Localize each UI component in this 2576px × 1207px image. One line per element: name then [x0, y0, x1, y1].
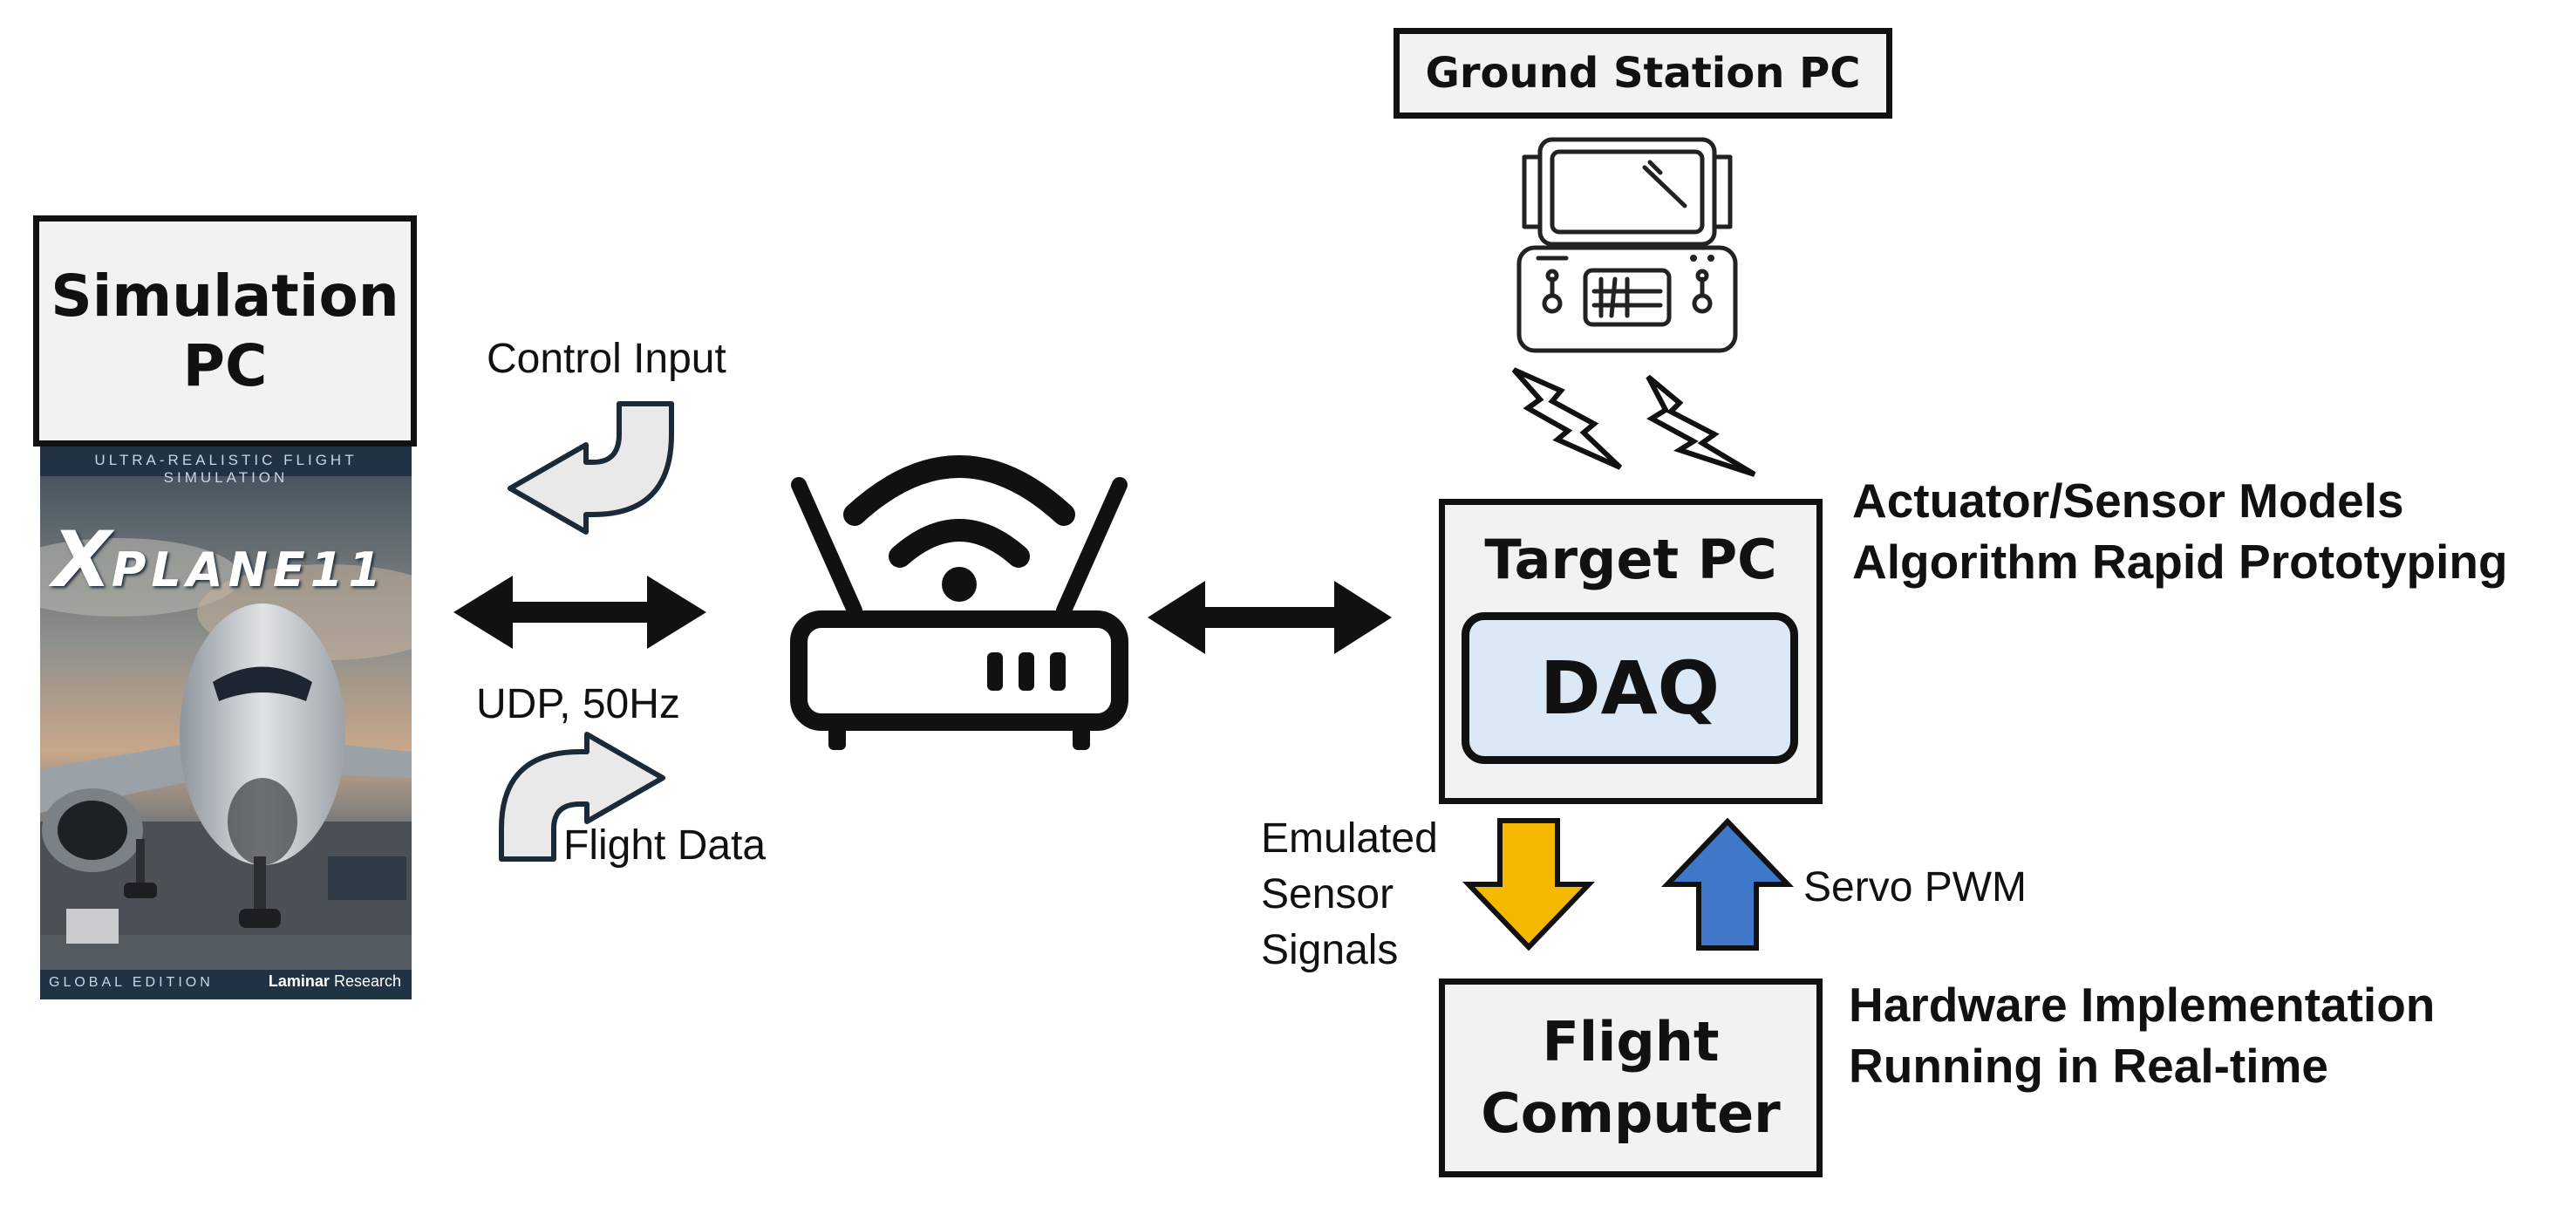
xplane-logo-x: X [52, 515, 112, 604]
xplane-logo-text: PLANE11 [111, 542, 386, 597]
servo-pwm-label: Servo PWM [1803, 864, 2027, 910]
flight-computer-box: Flight Computer [1439, 979, 1823, 1177]
wifi-router-icon [790, 455, 1128, 750]
daq-box: DAQ [1462, 612, 1798, 764]
telemetry-bolt-right-icon [1646, 374, 1756, 477]
target-pc-title: Target PC [1484, 528, 1777, 591]
simulation-pc-title-line2: PC [182, 331, 268, 399]
xplane-brand-bold: Laminar [268, 972, 330, 990]
emulated-line2: Sensor [1261, 871, 1394, 917]
target-notes-line1: Actuator/Sensor Models [1852, 474, 2404, 528]
xplane-cover-image: ULTRA-REALISTIC FLIGHT SIMULATION XPLANE… [40, 447, 412, 999]
emulated-sensor-signals-label: Emulated Sensor Signals [1261, 811, 1438, 979]
flight-computer-title-line2: Computer [1481, 1081, 1781, 1145]
flight-computer-title-line1: Flight [1542, 1010, 1720, 1074]
emulated-sensor-down-arrow [1462, 818, 1596, 951]
simulation-pc-box: Simulation PC [33, 215, 417, 447]
flight-notes-line2: Running in Real-time [1849, 1039, 2328, 1093]
emulated-line3: Signals [1261, 927, 1399, 973]
ground-station-box: Ground Station PC [1394, 28, 1892, 119]
xplane-top-banner: ULTRA-REALISTIC FLIGHT SIMULATION [94, 452, 358, 486]
ground-station-controller-icon [1516, 137, 1738, 353]
xplane-logo: XPLANE11 [52, 515, 410, 604]
udp-rate-label: UDP, 50Hz [476, 681, 680, 727]
xplane-bottom-right: Laminar Research [269, 972, 401, 991]
xplane-brand: Research [333, 972, 401, 990]
ground-station-title: Ground Station PC [1425, 49, 1861, 98]
xplane-cover-art [40, 447, 412, 999]
telemetry-bolt-left-icon [1511, 367, 1623, 470]
servo-pwm-up-arrow [1660, 817, 1795, 951]
xplane-bottom-left: GLOBAL EDITION [49, 975, 214, 990]
router-to-target-double-arrow [1148, 581, 1392, 654]
target-notes-line2: Algorithm Rapid Prototyping [1852, 535, 2508, 589]
simulation-pc-title-line1: Simulation [51, 262, 399, 330]
flight-data-label: Flight Data [563, 822, 767, 869]
sim-to-router-double-arrow [453, 576, 706, 649]
flight-data-curved-arrow [499, 732, 665, 862]
emulated-line1: Emulated [1261, 815, 1438, 862]
control-input-curved-arrow [508, 401, 674, 535]
control-input-label: Control Input [487, 336, 726, 382]
flight-notes-line1: Hardware Implementation [1849, 978, 2436, 1032]
daq-label: DAQ [1539, 645, 1721, 731]
